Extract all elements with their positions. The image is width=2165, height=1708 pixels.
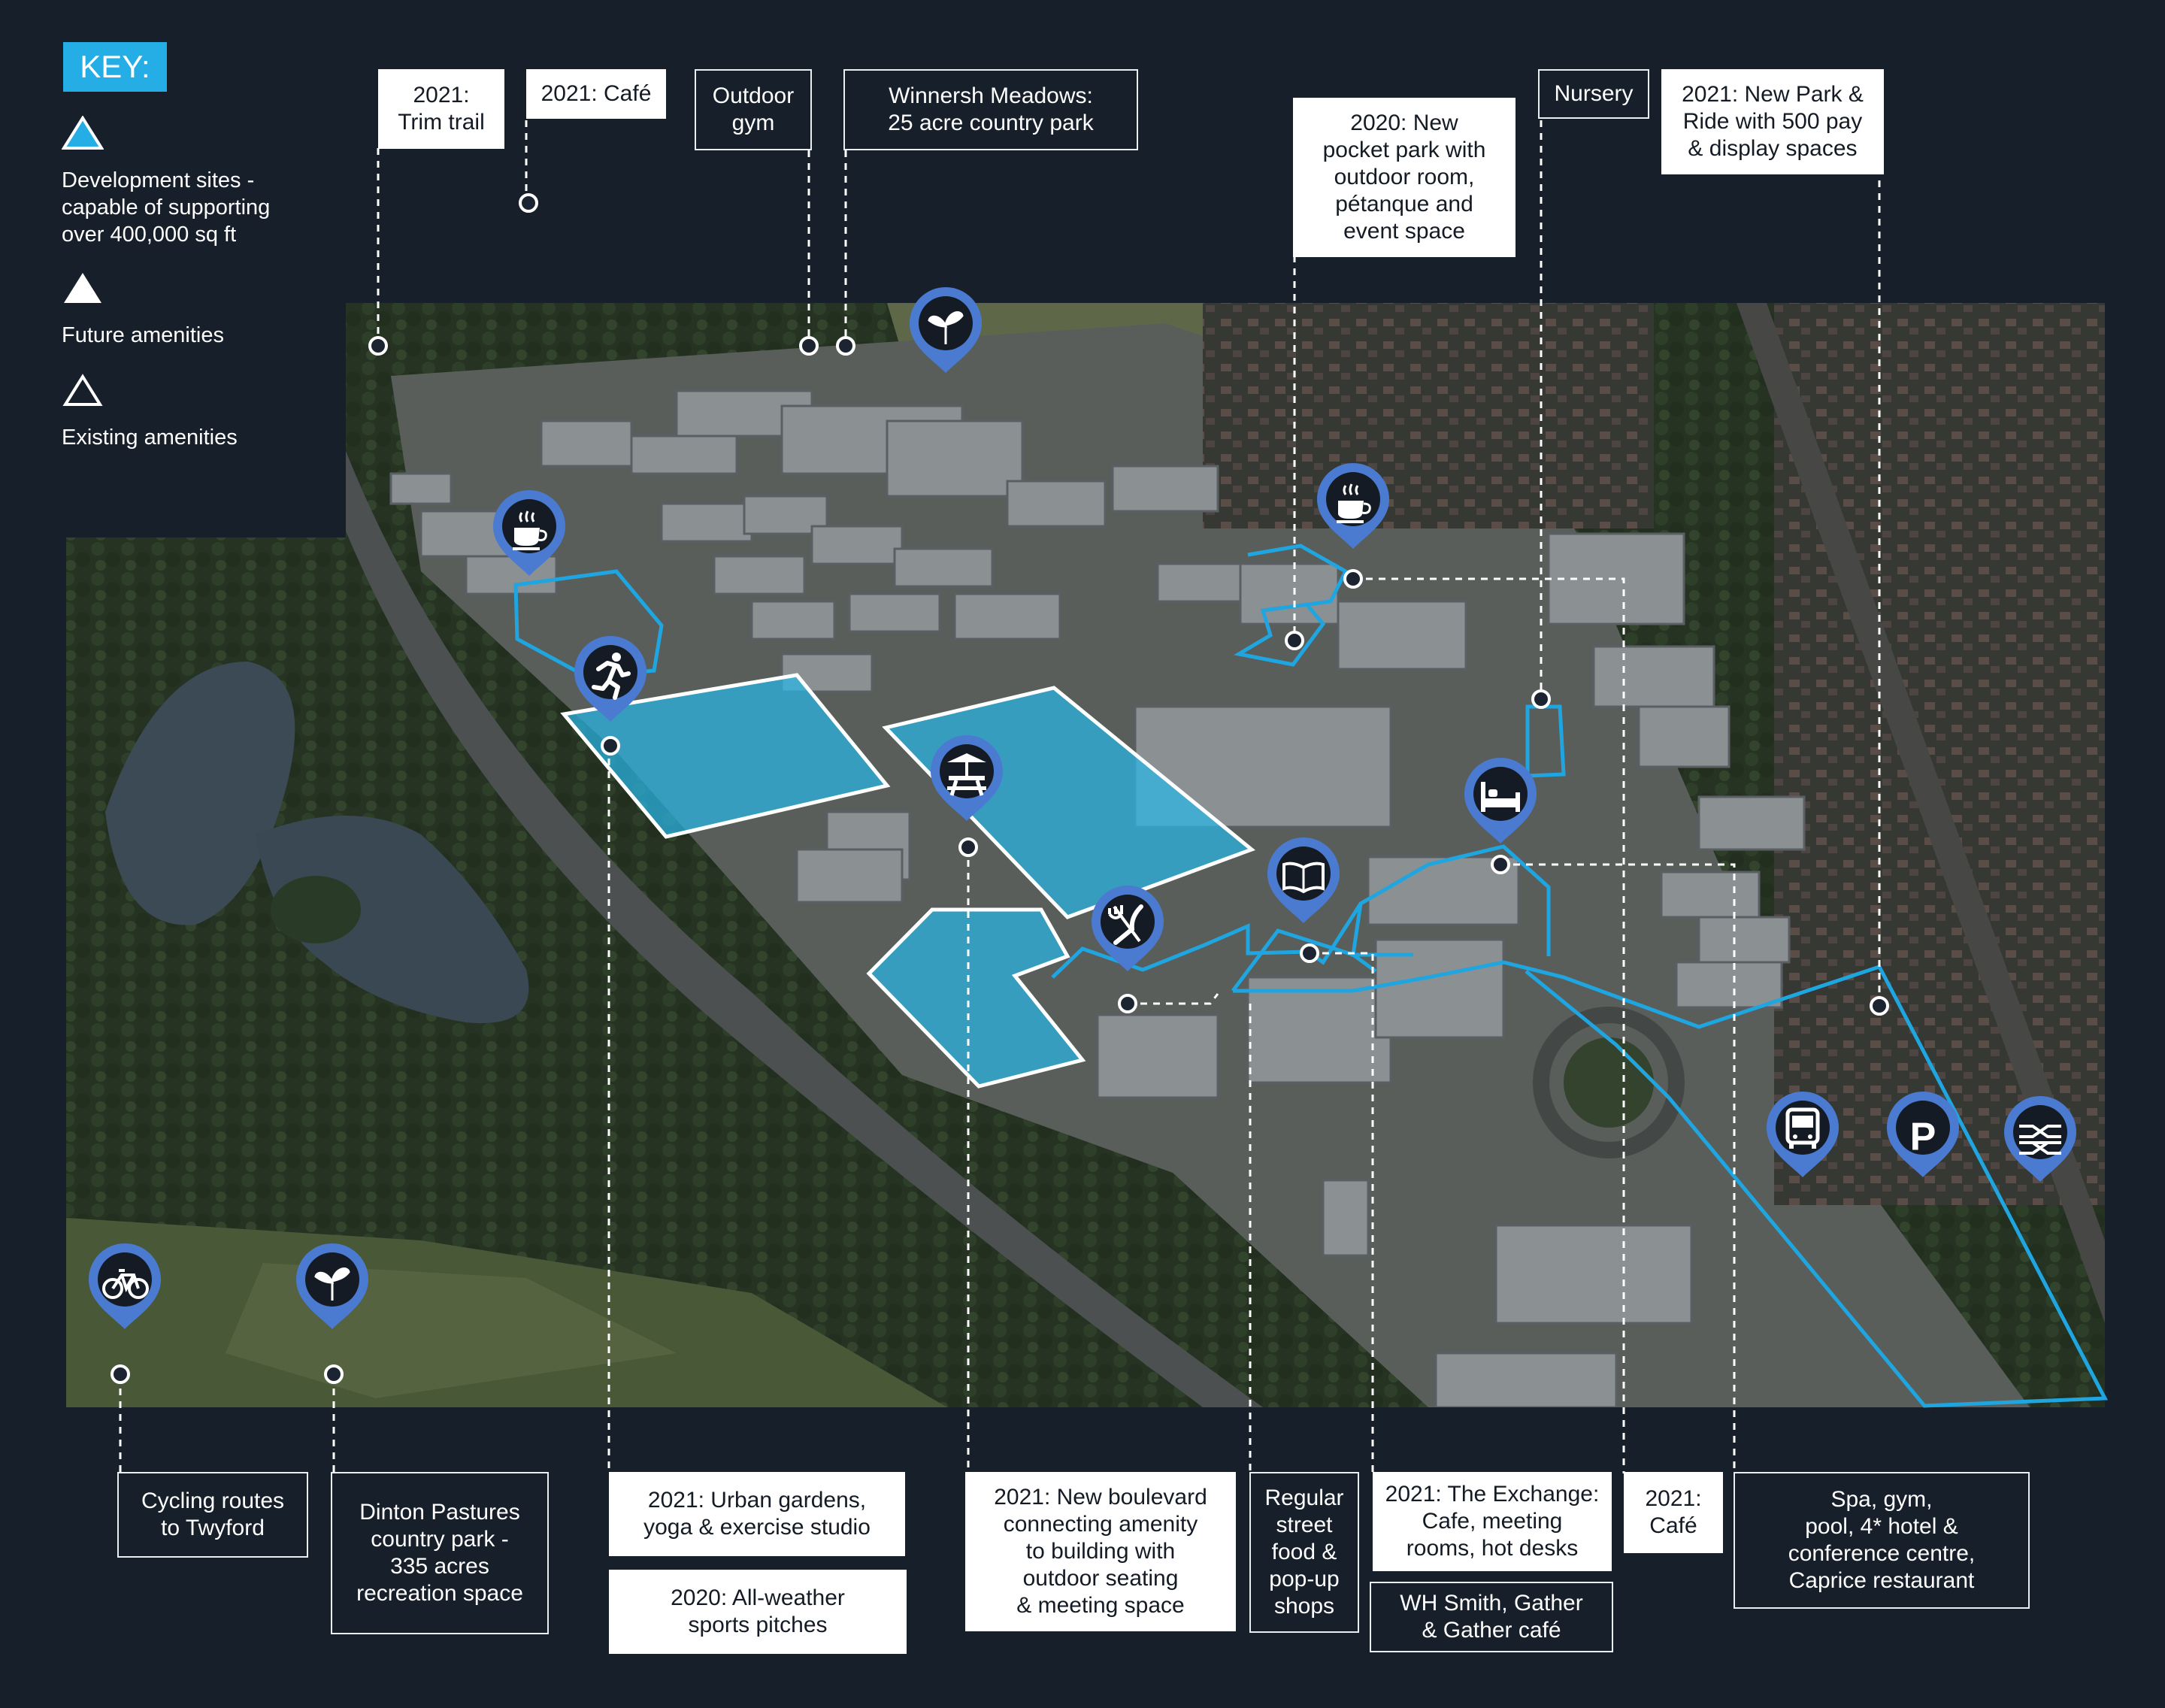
parking-letter: P (1910, 1116, 1936, 1159)
coffee-cup-icon (1317, 463, 1389, 549)
callout-winnersh-meadows: Winnersh Meadows: 25 acre country park (843, 69, 1138, 150)
existing-triangle-icon (62, 374, 103, 406)
callout-urban-gardens: 2021: Urban gardens, yoga & exercise stu… (609, 1472, 905, 1556)
fork-knife-icon (1092, 886, 1164, 971)
key-title: KEY: (63, 42, 167, 92)
bus-icon (1767, 1092, 1839, 1177)
callout-sports-pitches: 2020: All-weather sports pitches (609, 1570, 907, 1654)
picnic-table-icon (931, 735, 1003, 821)
callout-trim-trail: 2021: Trim trail (378, 69, 504, 149)
callout-park-ride: 2021: New Park & Ride with 500 pay & dis… (1661, 69, 1884, 174)
coffee-cup-icon (493, 490, 565, 576)
callout-street-food: Regular street food & pop-up shops (1249, 1472, 1359, 1633)
callout-nursery: Nursery (1538, 69, 1649, 119)
callout-cycling: Cycling routes to Twyford (117, 1472, 308, 1558)
leaf-icon (910, 287, 982, 373)
parking-icon: P (1887, 1092, 1959, 1177)
callout-cafe-2021: 2021: Café (526, 69, 666, 119)
key-existing-label: Existing amenities (62, 425, 238, 450)
key-future-label: Future amenities (62, 323, 224, 347)
book-icon (1267, 837, 1340, 923)
callout-boulevard: 2021: New boulevard connecting amenity t… (965, 1472, 1236, 1631)
railway-icon (2004, 1096, 2076, 1182)
callout-dinton: Dinton Pastures country park - 335 acres… (331, 1472, 549, 1634)
bicycle-icon (89, 1243, 161, 1329)
callout-outdoor-gym: Outdoor gym (695, 69, 812, 150)
callout-spa: Spa, gym, pool, 4* hotel & conference ce… (1734, 1472, 2030, 1609)
future-triangle-icon (64, 273, 101, 303)
callout-whsmith: WH Smith, Gather & Gather café (1370, 1582, 1613, 1652)
callout-exchange: 2021: The Exchange: Cafe, meeting rooms,… (1373, 1472, 1612, 1571)
leaf-icon (296, 1243, 368, 1329)
key-development-label: Development sites - capable of supportin… (62, 168, 271, 247)
running-person-icon (574, 636, 646, 722)
callout-pocket-park: 2020: New pocket park with outdoor room,… (1293, 98, 1516, 257)
bed-icon (1464, 758, 1537, 843)
development-triangle-icon (62, 116, 104, 150)
callout-cafe-2021b: 2021: Café (1624, 1472, 1723, 1553)
key-panel-bg (0, 0, 346, 538)
